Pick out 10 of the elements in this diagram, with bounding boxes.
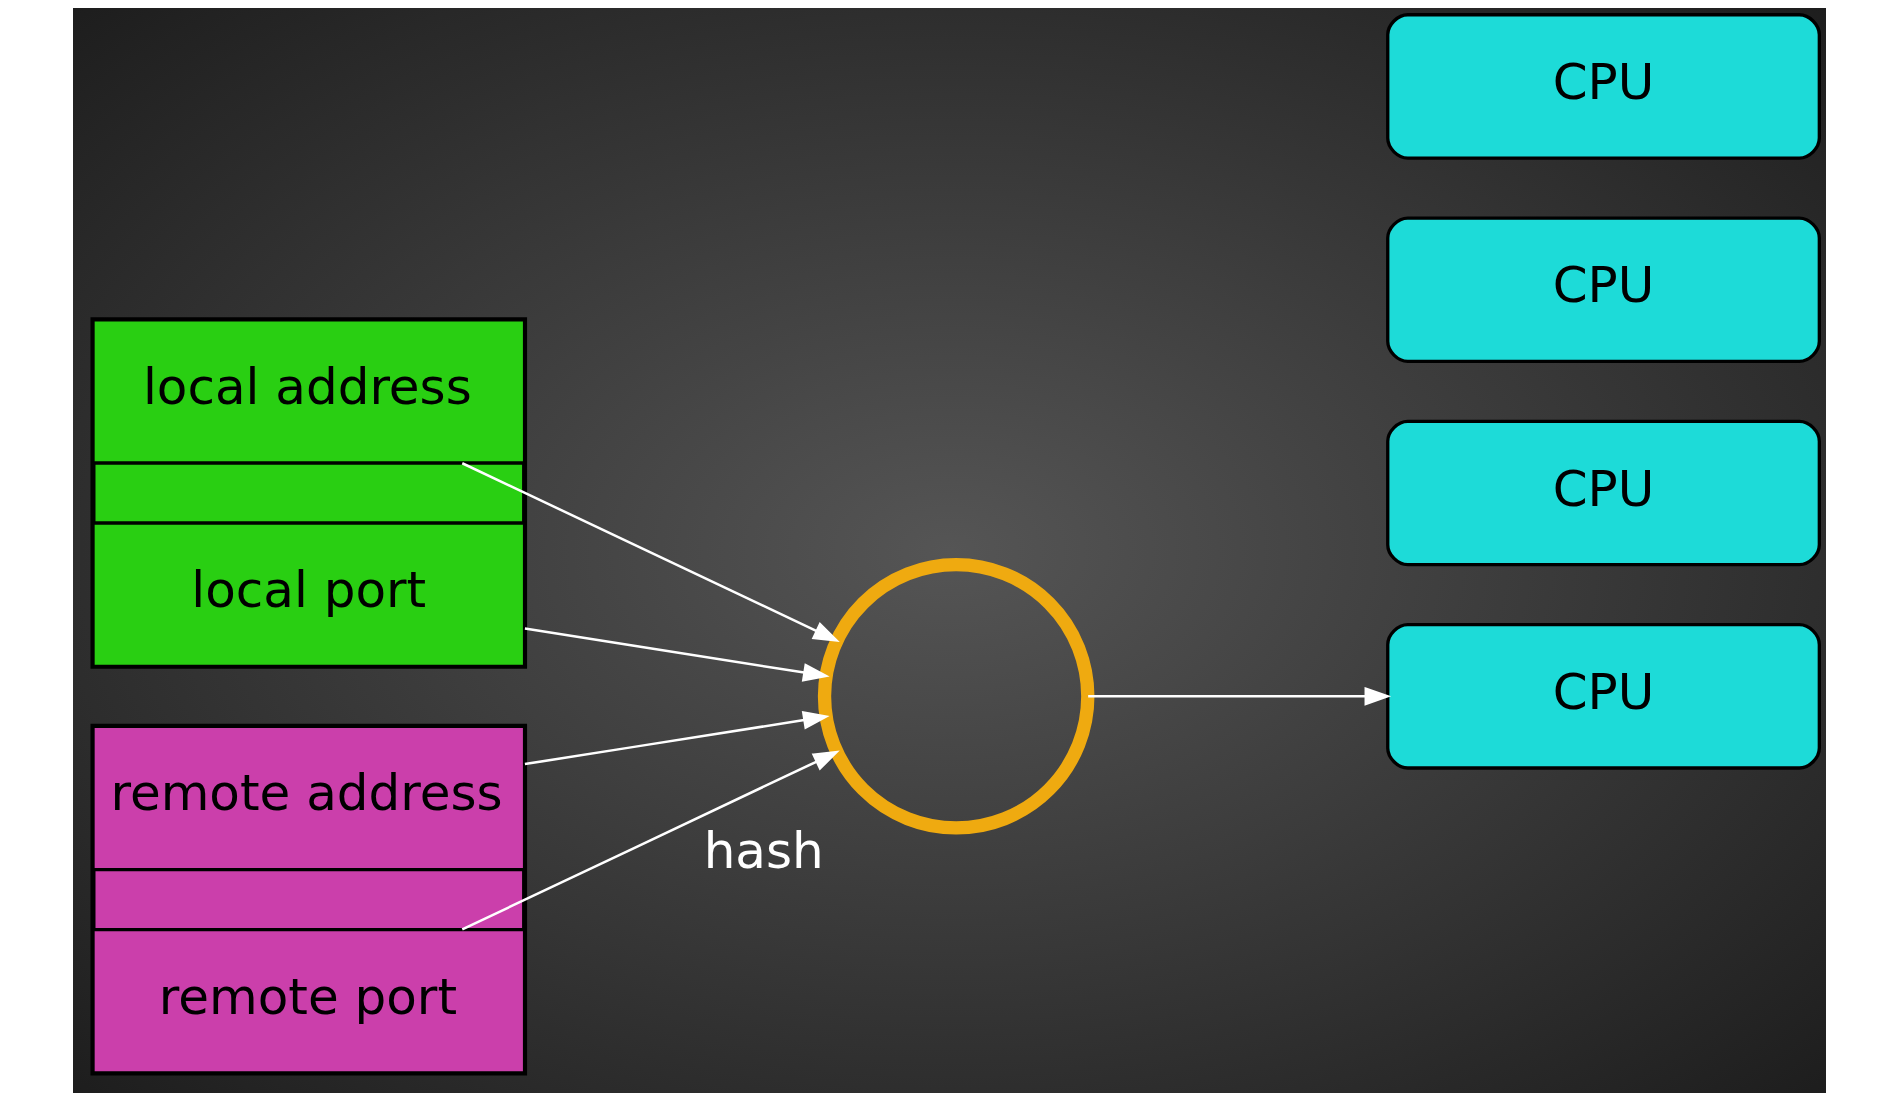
arrow xyxy=(524,627,830,682)
arrow xyxy=(524,710,830,766)
node-box: CPU xyxy=(1386,216,1821,364)
arrow xyxy=(461,750,840,931)
node-box: CPU xyxy=(1386,419,1821,567)
node-label: hash xyxy=(703,821,824,880)
arrow xyxy=(1088,686,1392,706)
node-box: CPU xyxy=(1386,623,1821,770)
arrow xyxy=(461,462,840,642)
node-box: CPU xyxy=(1386,13,1821,160)
